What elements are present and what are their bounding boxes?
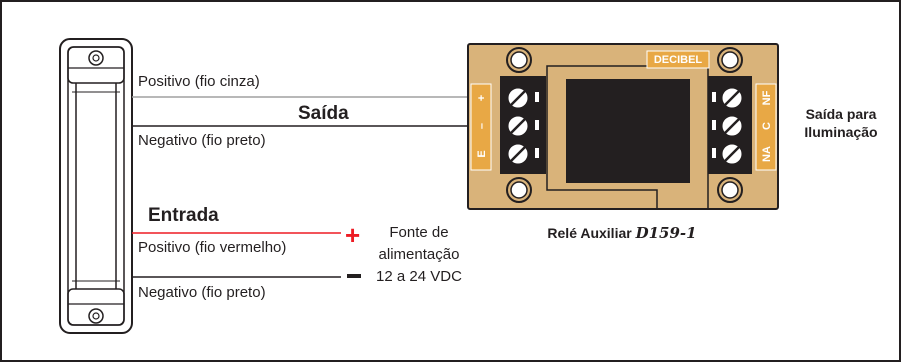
- output-positive-label: Positivo (fio cinza): [138, 73, 260, 90]
- terminal-screw-icon: [721, 115, 743, 137]
- power-supply-line-2: alimentação: [379, 246, 460, 263]
- output-negative-label: Negativo (fio preto): [138, 132, 266, 149]
- terminal-label-negative: –: [476, 123, 488, 129]
- right-terminal-block: NF C NA: [708, 76, 777, 174]
- power-supply-line-3: 12 a 24 VDC: [376, 268, 462, 285]
- bottom-screw-icon: [88, 308, 104, 324]
- input-negative-label: Negativo (fio preto): [138, 284, 266, 301]
- mounting-hole-icon: [717, 47, 743, 73]
- relay-model: D159-1: [635, 224, 697, 242]
- relay-component: [566, 79, 690, 183]
- relay-caption-prefix: Relé Auxiliar: [547, 225, 635, 241]
- relay-caption: Relé Auxiliar D159-1: [547, 224, 696, 242]
- terminal-screw-icon: [721, 87, 743, 109]
- minus-symbol: [347, 274, 361, 278]
- mounting-hole-icon: [717, 177, 743, 203]
- brand-label: DECIBEL: [654, 54, 703, 66]
- sensor-device: [59, 38, 133, 334]
- mounting-hole-icon: [506, 47, 532, 73]
- terminal-label-positive: +: [476, 95, 488, 101]
- output-section-title: Saída: [298, 103, 349, 124]
- relay-board: DECIBEL + – E: [467, 43, 779, 210]
- lighting-output-label-line-1: Saída para: [806, 106, 877, 122]
- terminal-screw-icon: [507, 87, 529, 109]
- terminal-screw-icon: [507, 115, 529, 137]
- left-terminal-block: + – E: [470, 76, 546, 174]
- mounting-hole-icon: [506, 177, 532, 203]
- wires: [132, 96, 500, 278]
- plus-symbol: +: [345, 220, 360, 250]
- top-screw-icon: [88, 50, 104, 66]
- terminal-label-nf: NF: [761, 90, 773, 105]
- terminal-label-na: NA: [761, 146, 773, 162]
- power-supply-line-1: Fonte de: [389, 224, 448, 241]
- input-section-title: Entrada: [148, 205, 219, 226]
- input-positive-label: Positivo (fio vermelho): [138, 239, 286, 256]
- terminal-screw-icon: [721, 143, 743, 165]
- terminal-screw-icon: [507, 143, 529, 165]
- terminal-label-c: C: [761, 122, 773, 130]
- lighting-output-label-line-2: Iluminação: [804, 124, 877, 140]
- terminal-label-enable: E: [476, 150, 488, 157]
